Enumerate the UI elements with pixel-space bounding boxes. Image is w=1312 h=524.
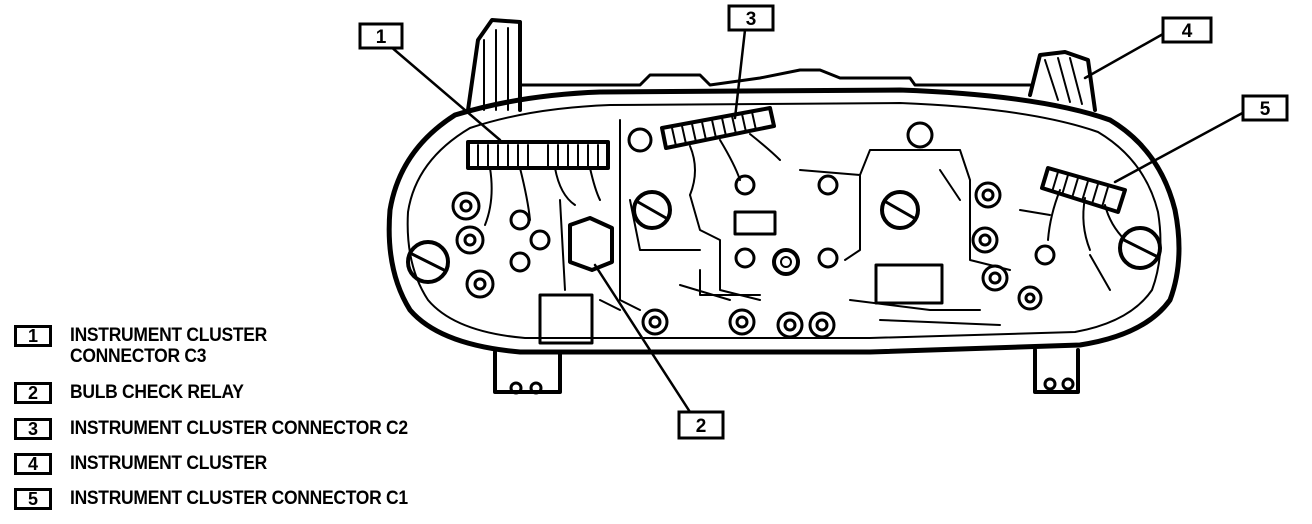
legend-number-1: 1 (14, 325, 52, 347)
callout-4: 4 (1161, 16, 1213, 44)
legend-label-2: BULB CHECK RELAY (70, 382, 244, 403)
right-top-bracket (1028, 50, 1097, 112)
legend-label-1-line1: INSTRUMENT CLUSTER (70, 325, 268, 346)
callout-3: 3 (727, 4, 775, 32)
right-knob (1118, 226, 1162, 270)
center-module (733, 210, 777, 236)
right-module (874, 263, 944, 305)
callout-1: 1 (358, 22, 404, 50)
callout-3-number: 3 (746, 9, 757, 30)
connector-c1 (1040, 166, 1127, 251)
left-top-bracket (466, 18, 522, 112)
legend-label-5: INSTRUMENT CLUSTER CONNECTOR C1 (70, 488, 408, 509)
lower-module (538, 293, 594, 345)
legend-label-3: INSTRUMENT CLUSTER CONNECTOR C2 (70, 418, 408, 439)
legend-number-2: 2 (14, 382, 52, 404)
top-rail (518, 68, 1032, 87)
legend-number-3: 3 (14, 418, 52, 440)
right-mounting-foot (1033, 348, 1080, 394)
callout-1-number: 1 (376, 27, 387, 48)
callout-5-number: 5 (1260, 99, 1271, 120)
legend-item-2: 2 BULB CHECK RELAY (14, 382, 259, 404)
legend-label-1: INSTRUMENT CLUSTER CONNECTOR C3 (70, 325, 267, 367)
legend-label-4: INSTRUMENT CLUSTER (70, 453, 268, 474)
leader-lines (388, 28, 1250, 414)
cluster-housing (386, 87, 1182, 355)
legend-number-5: 5 (14, 488, 52, 510)
left-mounting-foot (493, 350, 562, 395)
circuit-traces (559, 119, 1111, 326)
center-pivot (772, 248, 800, 276)
bulb-check-relay (568, 216, 614, 272)
connector-c2 (660, 106, 781, 196)
legend-label-1-line2: CONNECTOR C3 (70, 346, 207, 367)
cluster-inner-outline (406, 102, 1162, 339)
bulb-sockets (451, 121, 1056, 339)
callout-2: 2 (677, 410, 725, 440)
left-knob (406, 240, 450, 284)
legend-number-4: 4 (14, 453, 52, 475)
legend-item-1: 1 INSTRUMENT CLUSTER CONNECTOR C3 (14, 325, 284, 367)
connector-c3 (466, 140, 610, 226)
callout-4-number: 4 (1182, 21, 1193, 42)
legend-item-5: 5 INSTRUMENT CLUSTER CONNECTOR C1 (14, 488, 437, 510)
callout-2-number: 2 (696, 416, 707, 437)
left-gauge-pivot (632, 190, 672, 230)
right-gauge-pivot (880, 190, 920, 230)
legend-item-3: 3 INSTRUMENT CLUSTER CONNECTOR C2 (14, 418, 437, 440)
legend-item-4: 4 INSTRUMENT CLUSTER (14, 453, 284, 475)
callout-5: 5 (1241, 94, 1289, 122)
